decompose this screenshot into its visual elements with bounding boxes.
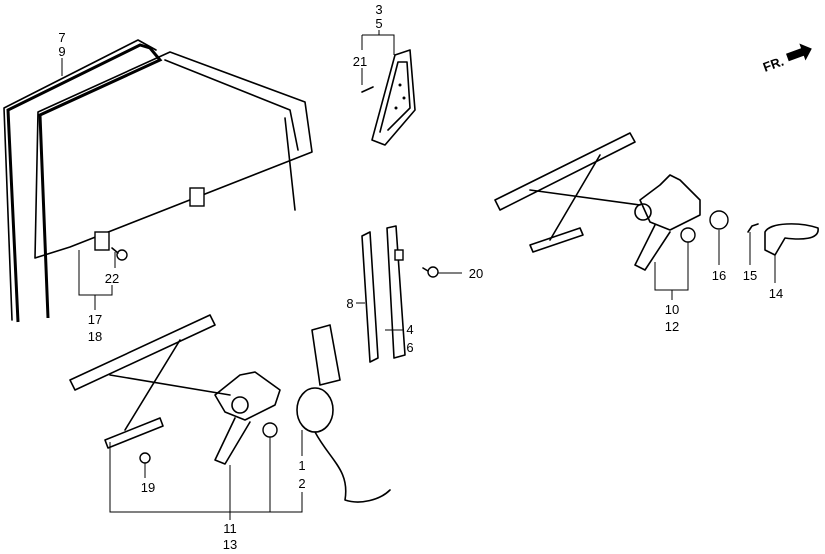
callout-13: 13 — [223, 537, 237, 552]
callout-21: 21 — [353, 54, 367, 69]
callout-19: 19 — [141, 480, 155, 495]
callout-2: 2 — [298, 476, 305, 491]
handle-escutcheon-16 — [709, 210, 729, 230]
leader-lines — [61, 30, 776, 520]
glass-run-channel — [3, 39, 163, 323]
callout-22: 22 — [105, 271, 119, 286]
screw-21 — [361, 86, 374, 93]
glass-bracket-front — [189, 187, 205, 207]
glass-bracket-rear — [94, 231, 110, 251]
arrow-icon — [786, 43, 812, 62]
regulator-gear-10 — [680, 227, 696, 243]
callout-17: 17 — [88, 312, 102, 327]
front-direction-label: FR. — [761, 54, 786, 75]
door-glass — [34, 51, 313, 259]
callout-16: 16 — [712, 268, 726, 283]
manual-window-regulator — [494, 132, 701, 271]
callout-9: 9 — [58, 44, 65, 59]
bolt-19 — [139, 452, 151, 464]
window-motor — [296, 324, 391, 503]
handle-clip-15 — [747, 223, 759, 233]
window-handle-14 — [764, 223, 819, 256]
bolt-20 — [422, 266, 439, 278]
regulator-gear-11 — [262, 422, 278, 438]
callout-20: 20 — [469, 266, 483, 281]
callout-12: 12 — [665, 319, 679, 334]
callout-15: 15 — [743, 268, 757, 283]
callout-7: 7 — [58, 30, 65, 45]
callout-18: 18 — [88, 329, 102, 344]
callout-6: 6 — [406, 340, 413, 355]
front-direction-marker: FR. — [761, 43, 812, 75]
callout-5: 5 — [375, 16, 382, 31]
quarter-glass — [361, 49, 416, 146]
callout-14: 14 — [769, 286, 783, 301]
bolt-22 — [111, 247, 128, 261]
callout-8: 8 — [346, 296, 353, 311]
callout-4: 4 — [406, 322, 413, 337]
callout-10: 10 — [665, 302, 679, 317]
callout-3: 3 — [375, 2, 382, 17]
callout-11: 11 — [223, 521, 237, 536]
callout-1: 1 — [298, 458, 305, 473]
sash-channels — [361, 225, 406, 363]
